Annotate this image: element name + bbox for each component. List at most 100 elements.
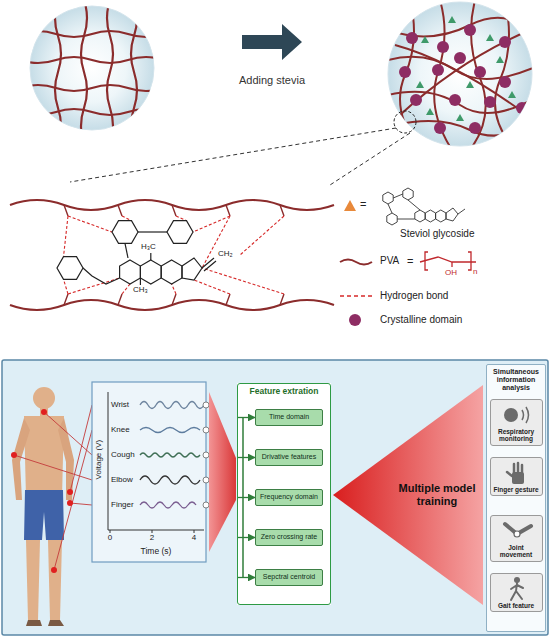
branch-arrow	[237, 537, 255, 538]
steviol-glycoside-molecule	[120, 260, 141, 284]
pva-network-after	[474, 66, 486, 78]
legend-sample	[388, 194, 465, 219]
axis-title: Voltage (V)	[94, 440, 103, 480]
output-card: Joint movement	[490, 515, 543, 562]
atom-label: H₃C	[140, 242, 157, 251]
steviol-glycoside-molecule	[83, 268, 120, 284]
pva-network-after	[406, 32, 418, 44]
node-label: Finger gesture	[493, 486, 540, 493]
node-label: Frequency domain	[258, 493, 320, 501]
pva-network-after	[426, 108, 434, 115]
application-icon	[504, 408, 518, 422]
hydrogen-bond	[194, 280, 230, 294]
pva-network-after	[395, 120, 540, 136]
sensor-dot	[67, 500, 73, 506]
steviol-glycoside-molecule	[140, 260, 161, 284]
hydroxyl-stub	[64, 205, 284, 216]
steviol-glycoside-molecule	[182, 258, 202, 280]
repeat-index: n	[473, 267, 477, 276]
pva-network-before	[55, 0, 61, 144]
hydrogen-bond	[240, 216, 284, 255]
atom-label: CH₂	[217, 249, 234, 258]
sensor-lead	[14, 405, 92, 570]
signal-chart	[203, 402, 209, 508]
application-icon	[522, 410, 524, 420]
pva-network-after	[399, 66, 411, 78]
pva-network-after	[466, 81, 474, 88]
pva-network-after	[388, 92, 540, 113]
human-figure	[48, 540, 62, 620]
hydrogen-bond	[176, 216, 187, 221]
signal-chart	[92, 382, 209, 562]
tick-label: 0	[108, 533, 112, 542]
feature-box: Zero crossing rate	[255, 529, 323, 545]
pva-network-after	[496, 56, 504, 63]
hydrogen-bond	[64, 216, 69, 257]
tick-label: 4	[192, 533, 196, 542]
pva-network-before	[20, 109, 164, 115]
steviol-glycoside-molecule	[57, 257, 83, 280]
legend-sample	[387, 213, 397, 225]
human-figure	[12, 387, 74, 626]
application-icon	[507, 463, 522, 476]
signal-chart	[108, 392, 204, 530]
signal-chart	[203, 477, 209, 483]
hydrogen-bond	[122, 284, 130, 294]
series-label: Elbow	[111, 475, 133, 484]
node-label: Multiple model training	[395, 482, 479, 508]
pva-chain	[10, 200, 334, 310]
pva-network-before	[20, 0, 164, 144]
feature-box: Drivative features	[255, 449, 323, 465]
output-card: Finger gesture	[490, 457, 543, 496]
signal-chart	[140, 453, 200, 457]
node-label: Drivative features	[258, 453, 320, 461]
legend-sample	[420, 252, 476, 270]
hydrogen-bond	[193, 216, 230, 232]
feature-panel: Feature extrationTime domainDrivative fe…	[237, 383, 331, 605]
signal-chart	[140, 502, 196, 508]
output-column: Simultaneous information analysisRespira…	[486, 364, 546, 632]
steviol-glycoside-molecule	[140, 278, 141, 285]
sensor-dot	[51, 567, 57, 573]
branch-arrow	[237, 457, 255, 458]
sensor-dot	[11, 452, 17, 458]
pva-network-after	[416, 81, 424, 88]
pva-network-after	[395, 45, 520, 110]
legend-sample	[420, 257, 476, 262]
human-figure	[26, 540, 40, 620]
signal-chart	[140, 428, 200, 433]
signal-chart	[140, 402, 204, 409]
pva-network-after	[454, 52, 466, 64]
pva-network-after	[508, 91, 516, 98]
sensor-dot	[11, 409, 73, 573]
node-label: Joint movement	[493, 544, 540, 559]
hydrogen-bond	[64, 216, 285, 294]
pva-network-after	[400, 0, 420, 150]
legend-sample	[340, 295, 372, 296]
branch-arrow	[237, 577, 255, 578]
signal-chart	[110, 530, 194, 533]
output-card: Respiratory monitoring	[490, 399, 543, 446]
triangle-shape	[333, 385, 483, 605]
axis-title: Time (s)	[141, 547, 172, 557]
hydrogen-bond	[64, 279, 69, 294]
application-panel	[2, 360, 548, 635]
pva-network-after	[449, 94, 461, 106]
pva-network-after	[495, 0, 515, 150]
model-triangle: Multiple model training	[333, 385, 483, 605]
legend-swatch	[349, 314, 361, 326]
human-figure	[26, 620, 64, 626]
feature-panel-ground	[237, 383, 331, 605]
pva-network-before	[20, 85, 164, 91]
zoom-line	[70, 128, 410, 185]
application-icon	[493, 402, 542, 428]
application-icon	[526, 407, 529, 423]
steviol-glycoside-molecule	[202, 258, 216, 271]
legend-sample	[425, 252, 428, 270]
pva-network-before	[20, 0, 164, 144]
human-figure	[24, 416, 64, 498]
hydroxyl-stub	[64, 294, 284, 305]
sensor-dot	[41, 409, 47, 415]
tick-label: 2	[150, 533, 154, 542]
human-figure	[40, 407, 48, 417]
